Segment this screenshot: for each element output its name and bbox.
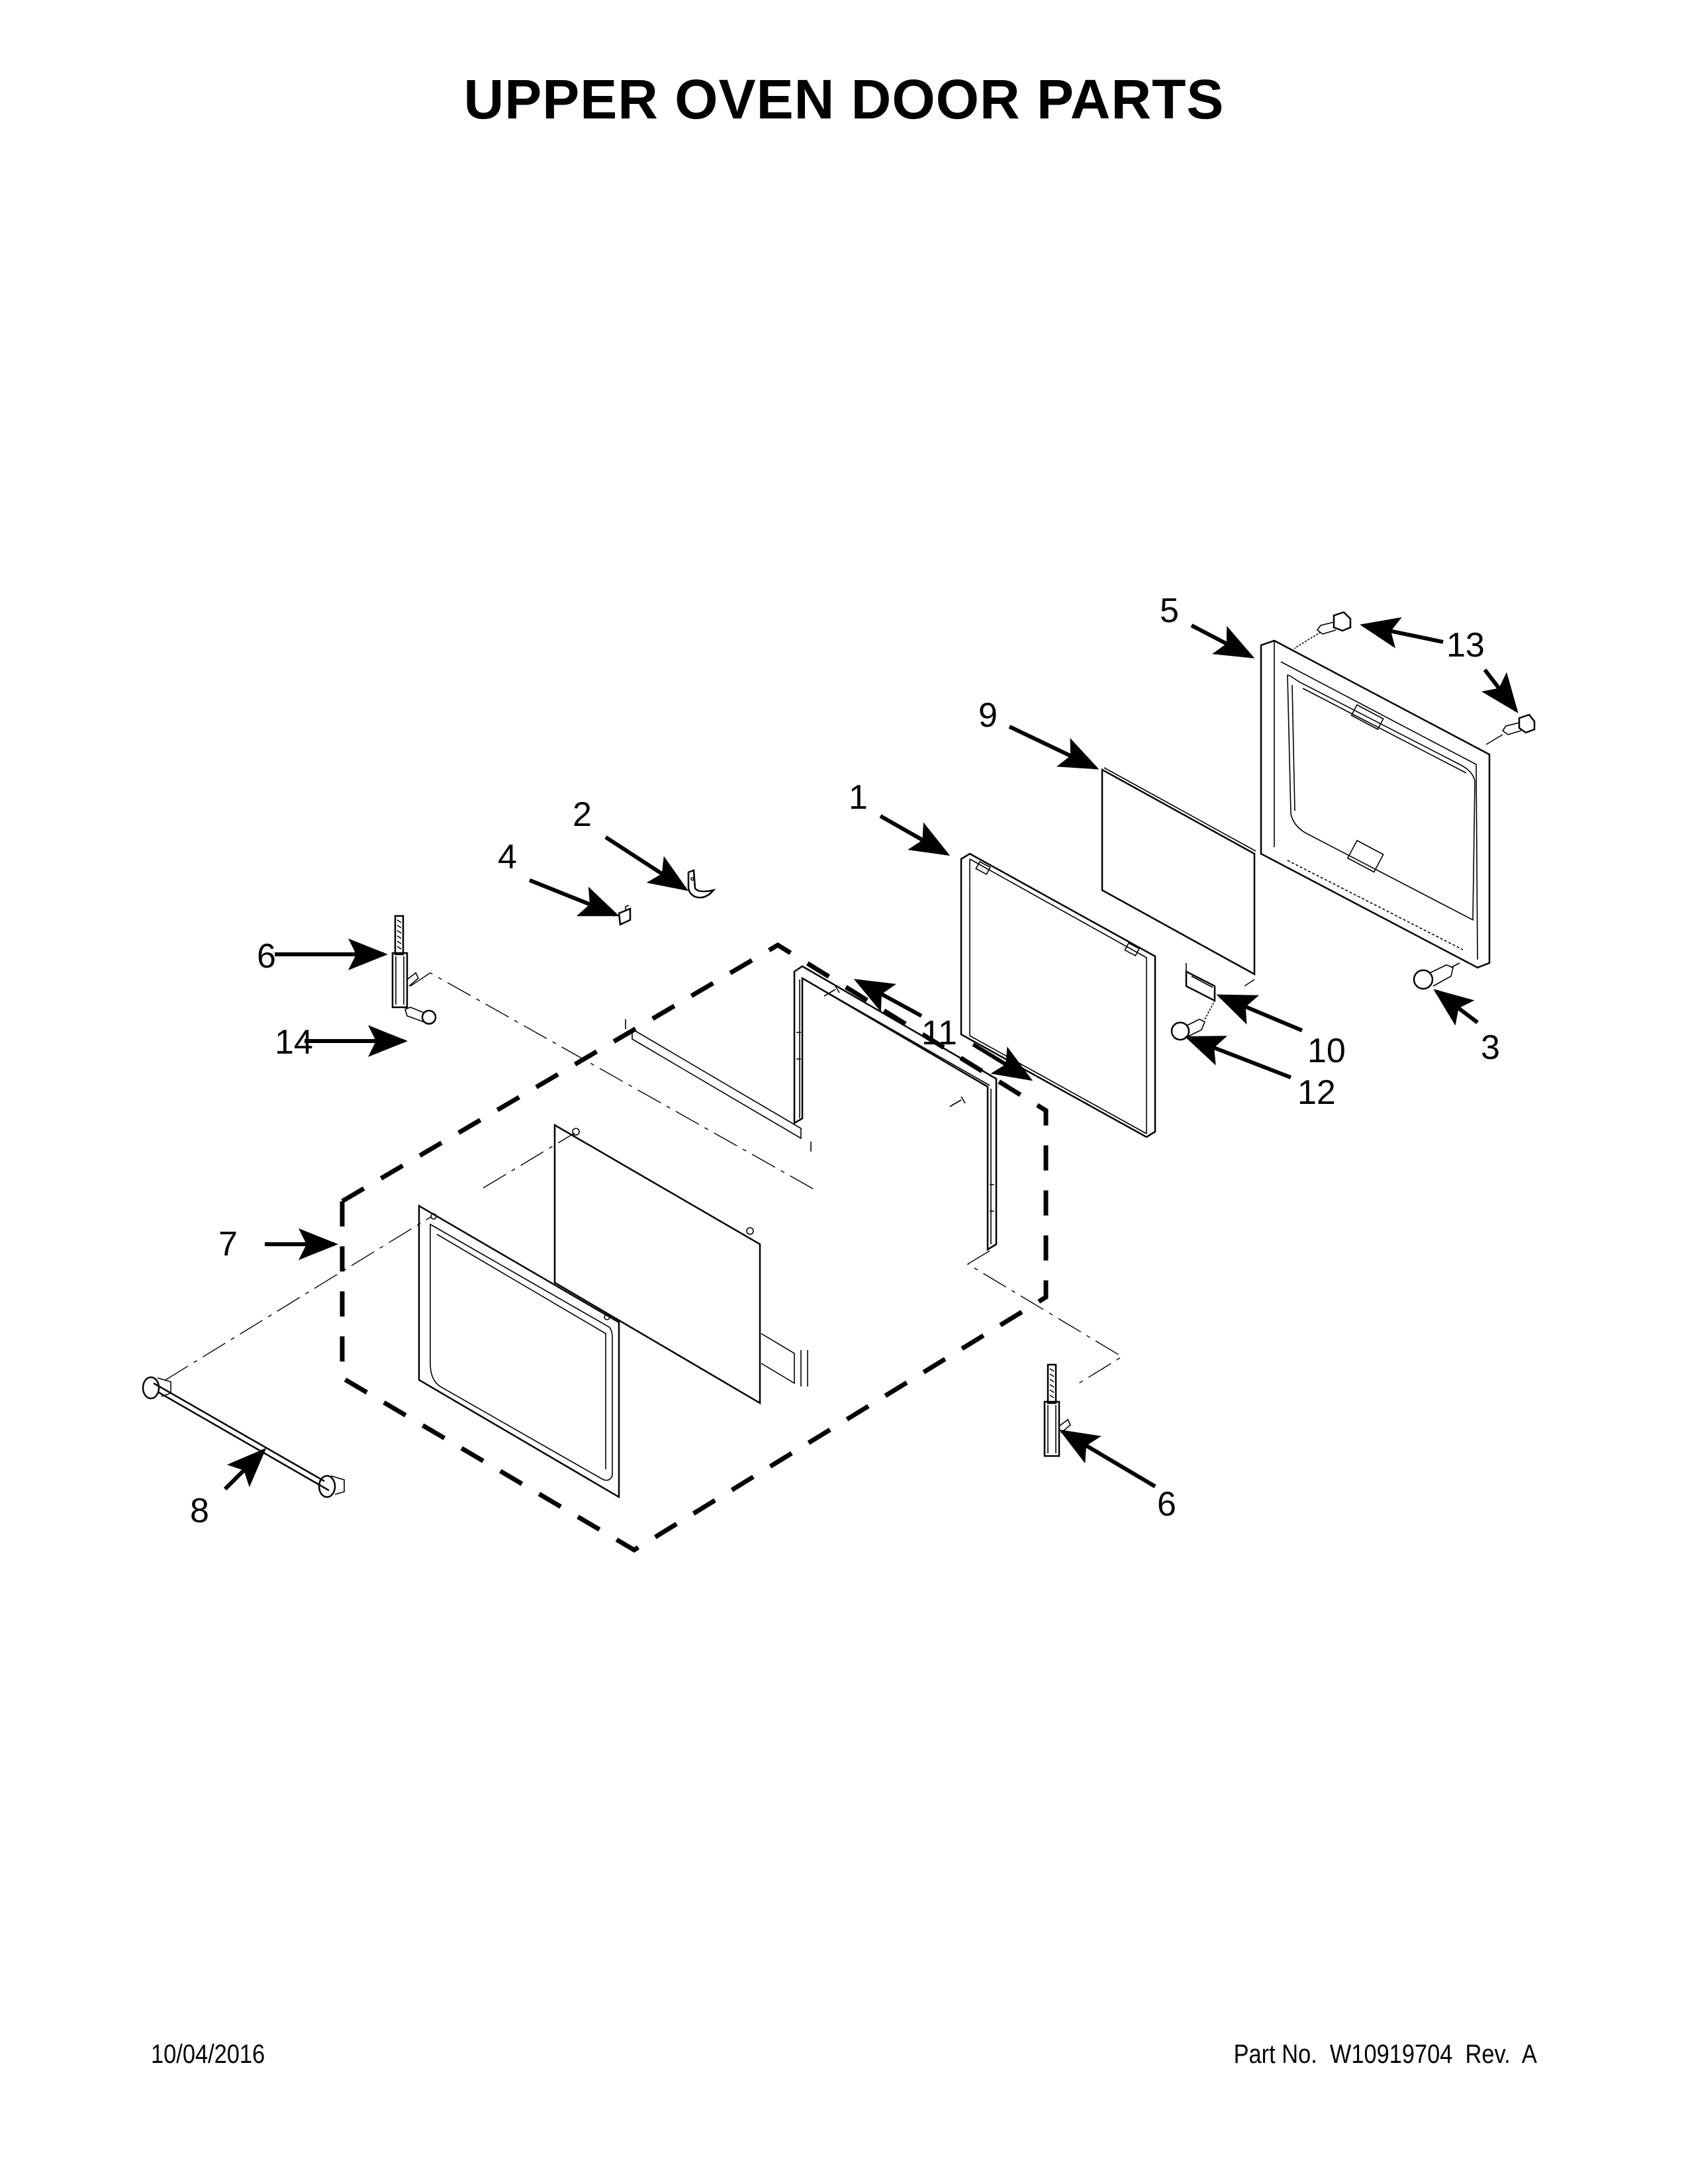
callout-12: 12 <box>1297 1073 1336 1112</box>
callout-11: 11 <box>921 1014 957 1052</box>
callout-10: 10 <box>1307 1032 1346 1070</box>
middle-glass <box>553 1123 761 1405</box>
page-title: UPPER OVEN DOOR PARTS <box>463 68 1225 130</box>
assembly-7-boundary <box>340 942 1049 1553</box>
part-13-screw-right[interactable] <box>1485 713 1536 745</box>
part-4-clip[interactable] <box>618 905 632 926</box>
callout-1: 1 <box>849 778 868 817</box>
callout-5: 5 <box>1160 592 1179 630</box>
outer-door-panel <box>418 1204 620 1499</box>
callout-4: 4 <box>498 838 517 876</box>
part-11-screw-top[interactable] <box>823 985 840 997</box>
callout-labels: 1 2 3 4 5 6 6 7 8 9 10 11 12 13 14 <box>190 592 1500 1530</box>
part-10-bracket[interactable] <box>1185 963 1216 1003</box>
callout-8: 8 <box>190 1492 209 1530</box>
leader-lines <box>165 972 1255 1386</box>
part-13-screw-top[interactable] <box>1293 611 1352 649</box>
part-5-inner-door-panel[interactable] <box>1260 639 1491 969</box>
callout-6b: 6 <box>1157 1485 1176 1524</box>
part-11-screw-bottom[interactable] <box>949 1096 966 1107</box>
part-3-screw[interactable] <box>1413 962 1460 990</box>
part-6-hinge-right[interactable] <box>1043 1363 1071 1457</box>
part-8-door-handle[interactable] <box>142 1376 345 1498</box>
part-6-hinge-left[interactable] <box>391 915 419 1009</box>
callout-14: 14 <box>275 1023 313 1062</box>
callout-arrows <box>223 617 1519 1491</box>
callout-6a: 6 <box>257 937 276 976</box>
part-12-screw[interactable] <box>1170 1000 1215 1041</box>
part-14-screw[interactable] <box>404 1007 437 1025</box>
callout-3: 3 <box>1481 1028 1500 1067</box>
footer-date: 10/04/2016 <box>151 2040 265 2069</box>
callout-7: 7 <box>218 1225 238 1263</box>
part-1-inner-door-frame[interactable] <box>960 852 1156 1138</box>
part-9-glass-panel[interactable] <box>1101 767 1256 976</box>
callout-13: 13 <box>1446 626 1485 664</box>
footer-part-number: Part No. W10919704 Rev. A <box>1233 2040 1537 2069</box>
part-2-clip[interactable] <box>687 869 716 899</box>
door-strips <box>625 1019 812 1387</box>
callout-2: 2 <box>573 796 592 834</box>
door-frame-channel <box>793 965 998 1251</box>
callout-9: 9 <box>978 696 998 735</box>
